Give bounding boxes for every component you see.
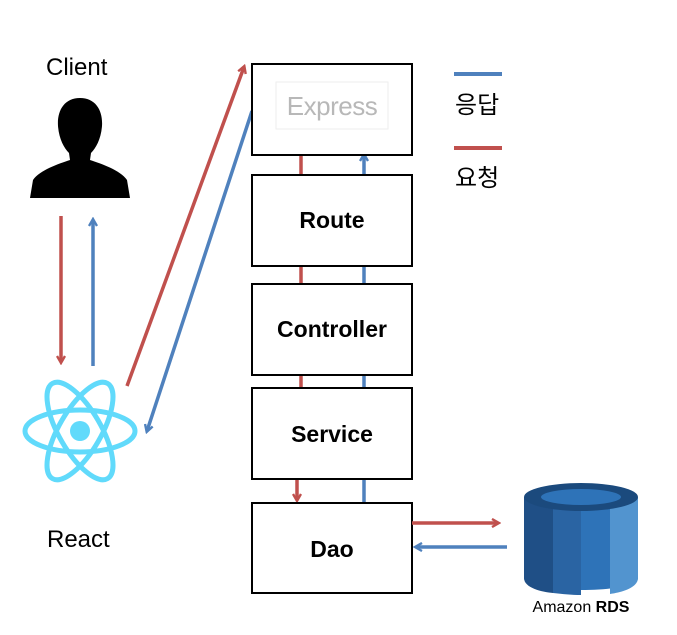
route-box: Route bbox=[251, 174, 413, 267]
express-logo-panel bbox=[275, 81, 389, 130]
amazon-rds-label-prefix: Amazon bbox=[533, 599, 596, 616]
express-logo-text: Express bbox=[287, 91, 378, 121]
service-label: Service bbox=[291, 421, 373, 447]
user-silhouette-icon bbox=[30, 98, 130, 198]
react-node: React bbox=[22, 379, 138, 553]
legend-response-label: 응답 bbox=[455, 91, 499, 119]
controller-label: Controller bbox=[277, 316, 387, 342]
express-box: Express bbox=[251, 63, 413, 156]
service-box: Service bbox=[251, 387, 413, 480]
amazon-rds-label: Amazon RDS bbox=[533, 599, 630, 616]
amazon-rds-label-bold: RDS bbox=[596, 599, 630, 616]
controller-box: Controller bbox=[251, 283, 413, 376]
client-label: Client bbox=[46, 54, 108, 81]
react-to-express-request-arrow bbox=[125, 67, 244, 387]
react-atom-icon bbox=[22, 379, 138, 483]
dao-box: Dao bbox=[251, 502, 413, 594]
client-node: Client bbox=[30, 54, 130, 198]
react-label: React bbox=[47, 526, 110, 553]
amazon-rds-node: Amazon RDS bbox=[524, 483, 638, 616]
amazon-rds-icon bbox=[524, 483, 638, 595]
route-label: Route bbox=[299, 207, 364, 233]
legend: 응답 요청 bbox=[454, 72, 502, 192]
legend-request-label: 요청 bbox=[455, 164, 499, 192]
express-to-react-response-arrow bbox=[147, 110, 254, 431]
dao-label: Dao bbox=[310, 536, 353, 562]
